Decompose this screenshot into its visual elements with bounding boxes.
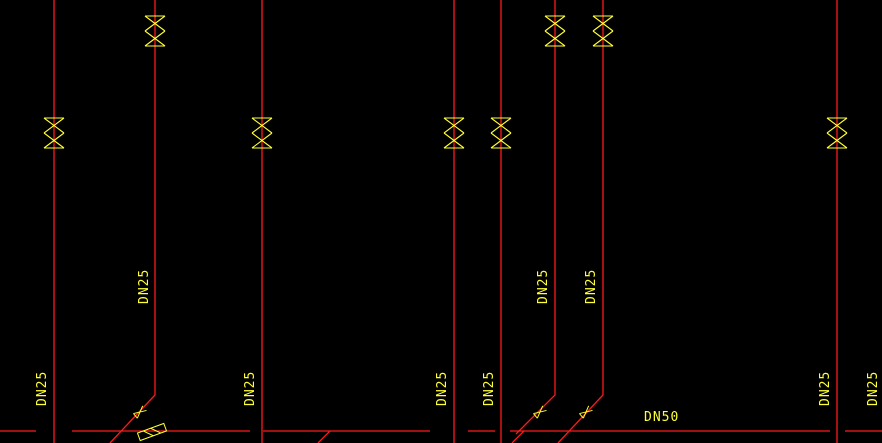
valve-icon[interactable]	[592, 15, 614, 47]
pipe-size-label: DN25	[584, 269, 599, 304]
pipe-size-label: DN25	[866, 371, 881, 406]
valve-icon[interactable]	[43, 117, 65, 149]
valve-icon[interactable]	[443, 117, 465, 149]
check-valve-icon[interactable]	[579, 405, 593, 419]
check-valve-icon[interactable]	[533, 405, 547, 419]
riser-6	[515, 0, 556, 435]
check-valve-icon[interactable]	[133, 405, 147, 419]
valve-icon[interactable]	[826, 117, 848, 149]
riser-2	[109, 0, 156, 443]
pipe-size-label: DN25	[137, 269, 152, 304]
pipe-size-label: DN25	[435, 371, 450, 406]
valve-icon[interactable]	[544, 15, 566, 47]
strainer-icon[interactable]	[136, 422, 168, 442]
valve-icon[interactable]	[144, 15, 166, 47]
pipe-size-label: DN25	[482, 371, 497, 406]
riser-7	[557, 0, 604, 443]
riser-5-branch	[511, 430, 525, 443]
valve-icon[interactable]	[490, 117, 512, 149]
valve-icon[interactable]	[251, 117, 273, 149]
pipe-size-label: DN25	[243, 371, 258, 406]
pipe-size-label: DN25	[536, 269, 551, 304]
pipe-size-label: DN25	[818, 371, 833, 406]
riser-3-branch	[317, 430, 331, 443]
main-pipe-size-label: DN50	[644, 410, 679, 425]
pipe-size-label: DN25	[35, 371, 50, 406]
